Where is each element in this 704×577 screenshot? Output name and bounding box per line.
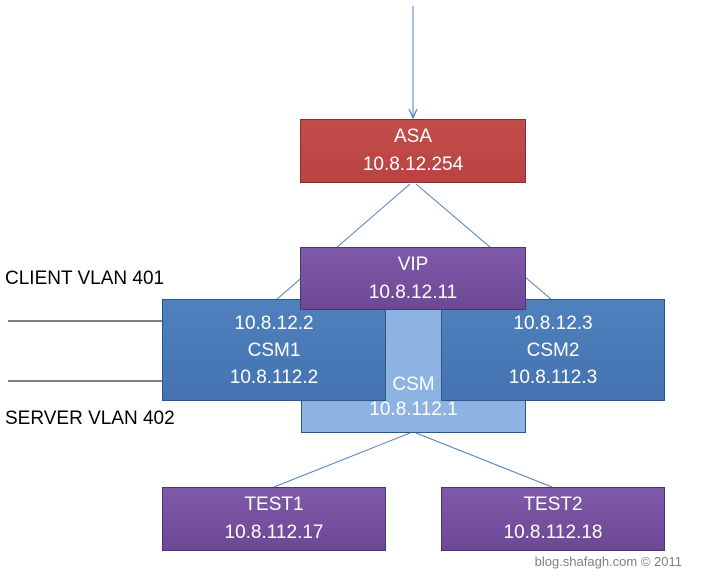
csm1-client-ip: 10.8.12.2 <box>234 312 314 334</box>
csm-to-test1-link <box>273 432 411 488</box>
watermark: blog.shafagh.com © 2011 <box>534 554 682 569</box>
vip-name: VIP <box>397 253 429 275</box>
csm-ip: 10.8.112.1 <box>369 399 458 420</box>
client-vlan-label: CLIENT VLAN 401 <box>5 268 165 289</box>
csm-name: CSM <box>392 374 435 395</box>
asa-name: ASA <box>393 126 433 147</box>
vip-ip: 10.8.12.11 <box>368 281 458 303</box>
asa-to-csm2-link <box>415 183 553 301</box>
test1-node: TEST1 10.8.112.17 <box>162 487 386 551</box>
asa-to-csm1-link <box>275 183 411 301</box>
server-vlan-label: SERVER VLAN 402 <box>5 408 175 429</box>
csm-to-test2-link <box>415 432 553 488</box>
asa-ip: 10.8.12.254 <box>362 154 464 175</box>
vip-node: VIP 10.8.12.11 <box>300 247 526 310</box>
csm2-node: 10.8.12.3 CSM2 10.8.112.3 <box>441 299 665 401</box>
csm2-client-ip: 10.8.12.3 <box>513 312 593 334</box>
test1-name: TEST1 <box>244 494 304 515</box>
csm2-server-ip: 10.8.112.3 <box>508 366 598 388</box>
csm1-name: CSM1 <box>247 339 301 361</box>
test2-name: TEST2 <box>523 494 583 515</box>
test2-ip: 10.8.112.18 <box>503 522 603 543</box>
csm1-node: 10.8.12.2 CSM1 10.8.112.2 <box>162 299 386 401</box>
test2-node: TEST2 10.8.112.18 <box>441 487 665 551</box>
asa-node: ASA 10.8.12.254 <box>300 119 526 183</box>
csm1-server-ip: 10.8.112.2 <box>229 366 319 388</box>
csm2-name: CSM2 <box>526 339 580 361</box>
test1-ip: 10.8.112.17 <box>224 522 324 543</box>
